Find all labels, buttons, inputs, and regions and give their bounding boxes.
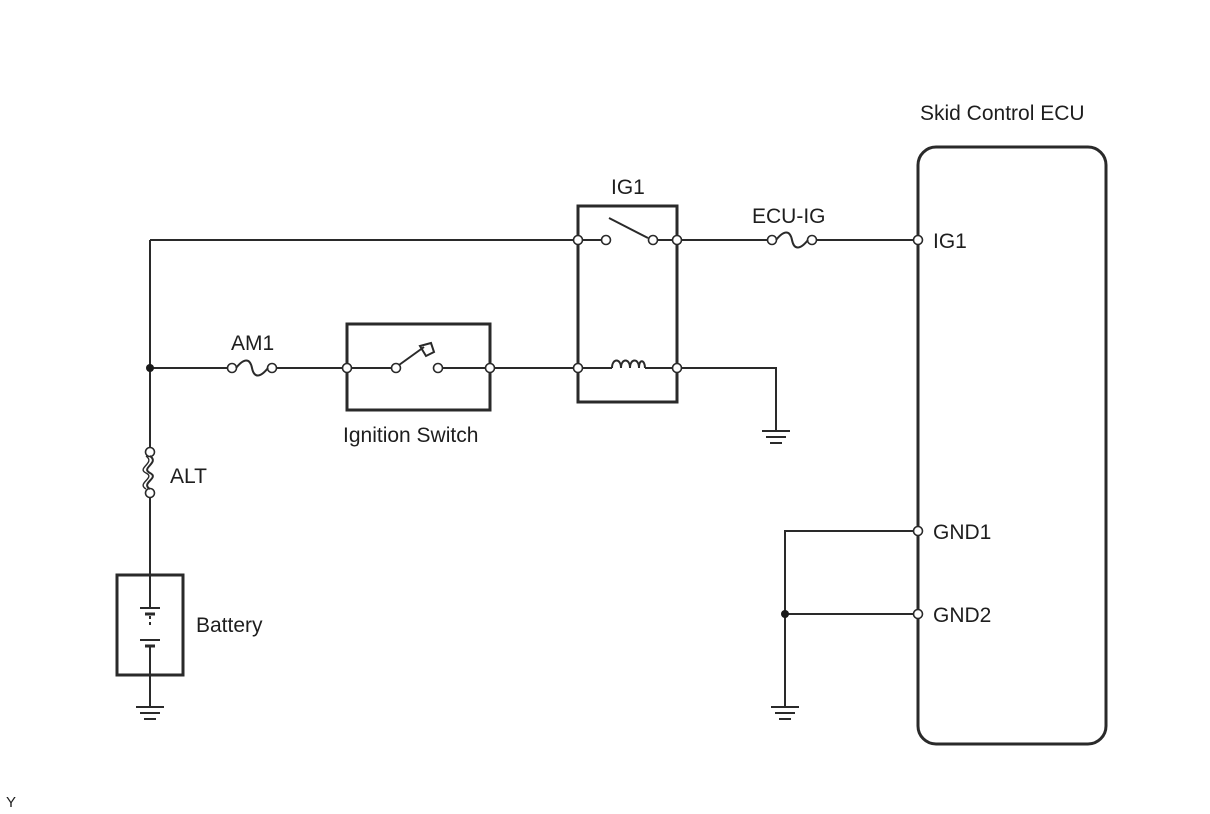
- ground-symbol-coil: [762, 430, 790, 444]
- ignition-switch: [341, 322, 496, 412]
- battery-label: Battery: [196, 614, 263, 637]
- ignition-switch-label: Ignition Switch: [343, 424, 478, 447]
- junction-dot-gnd: [781, 610, 789, 618]
- pin-gnd2-label: GND2: [933, 604, 991, 627]
- alt-fuse-label: ALT: [170, 465, 207, 488]
- pin-ig1-terminal: [912, 234, 924, 246]
- am1-fuse-label: AM1: [231, 332, 274, 355]
- pin-gnd1-label: GND1: [933, 521, 991, 544]
- coil-ground-wire: [677, 367, 777, 430]
- ground-symbol-ecu: [771, 706, 799, 720]
- wires: [149, 239, 918, 706]
- gnd1-wire: [784, 530, 918, 706]
- ecu-ig-fuse: [766, 231, 818, 249]
- skid-control-ecu-box: [916, 145, 1108, 746]
- pin-gnd2-terminal: [912, 608, 924, 620]
- pin-gnd1-terminal: [912, 525, 924, 537]
- relay-label: IG1: [611, 176, 645, 199]
- ecu-ig-fuse-label: ECU-IG: [752, 205, 826, 228]
- ig1-relay: [572, 204, 683, 404]
- am1-fuse: [226, 359, 278, 377]
- junction-dot-left: [146, 364, 154, 372]
- corner-mark: Y: [6, 794, 16, 811]
- ground-symbol-battery: [136, 706, 164, 720]
- ecu-title: Skid Control ECU: [920, 102, 1085, 125]
- pin-ig1-label: IG1: [933, 230, 967, 253]
- alt-fuse: [142, 446, 156, 499]
- battery: [115, 573, 185, 677]
